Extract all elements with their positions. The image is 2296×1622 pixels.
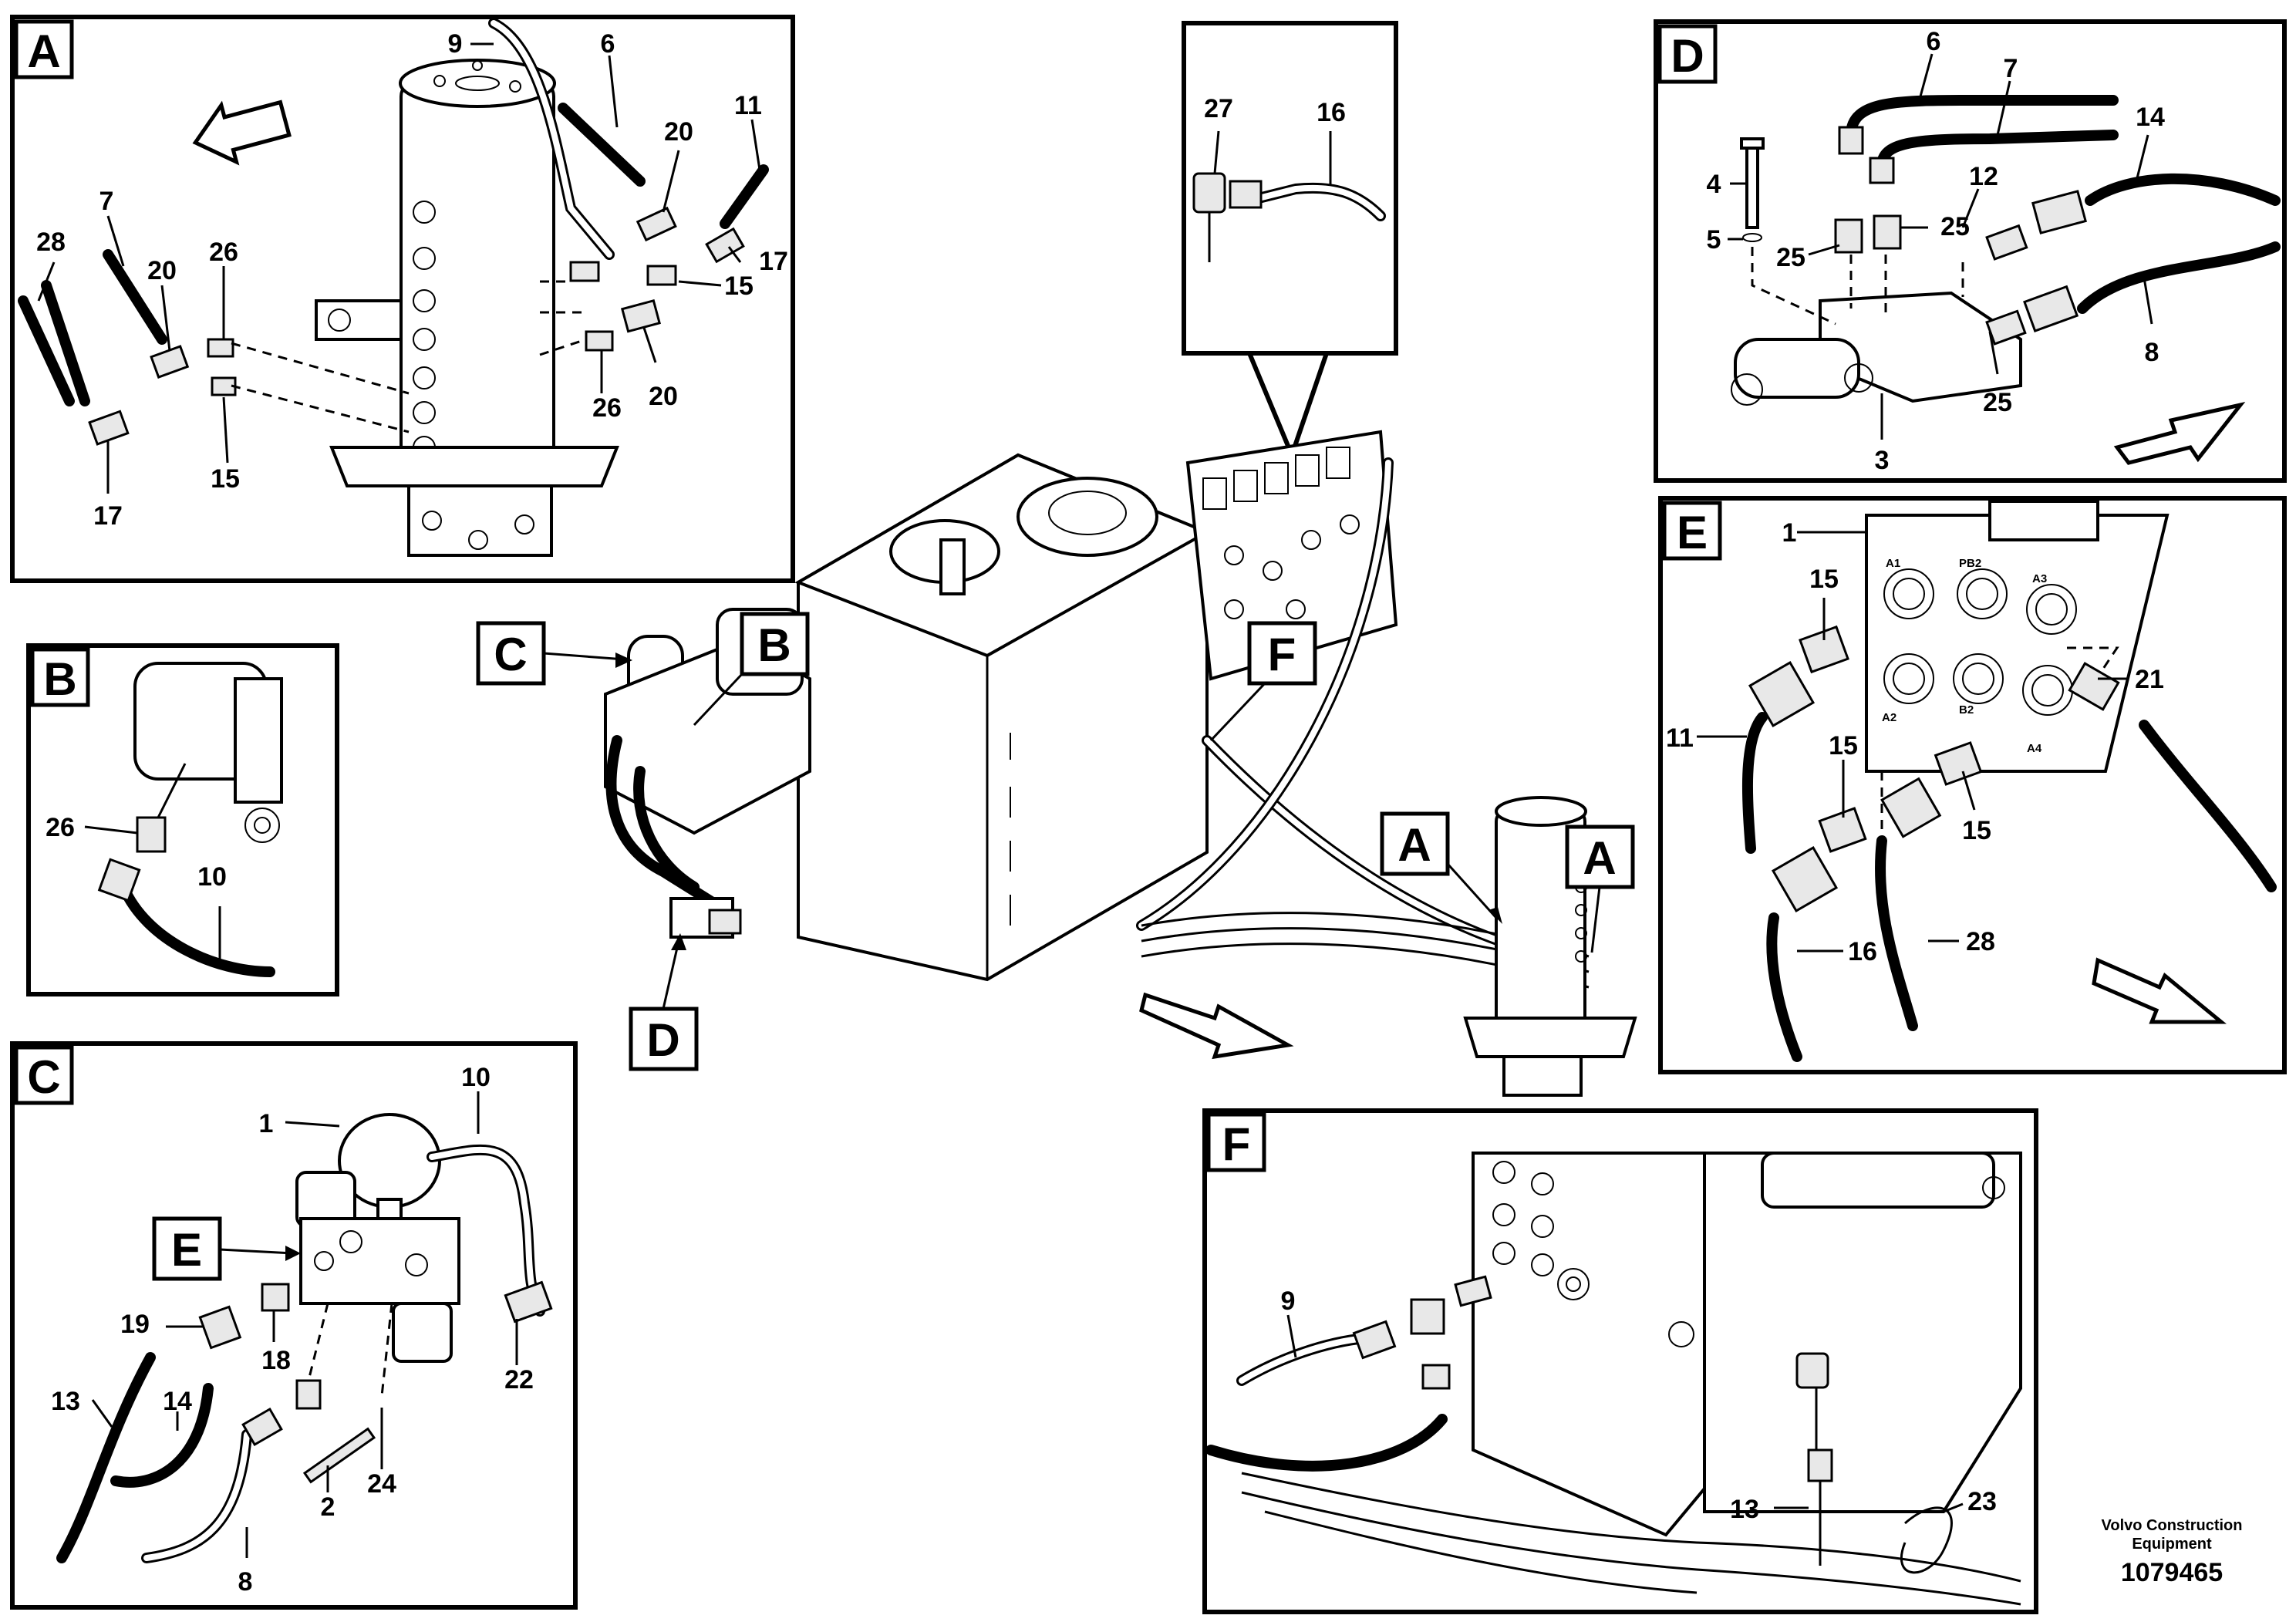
panel-b: B 26 10 bbox=[26, 643, 339, 996]
callout: 28 bbox=[1966, 927, 1995, 956]
callout: 21 bbox=[2135, 665, 2164, 694]
callout: 20 bbox=[664, 117, 693, 147]
callout: 11 bbox=[1666, 723, 1694, 753]
overview-machine bbox=[604, 430, 1637, 1097]
panel-c: C E bbox=[10, 1041, 578, 1610]
panel-a: A bbox=[10, 15, 795, 583]
callout: 15 bbox=[211, 464, 240, 494]
panel-f: F bbox=[1202, 1108, 2038, 1614]
overview-tag: A bbox=[1397, 819, 1431, 871]
callout: 13 bbox=[1730, 1495, 1759, 1524]
callout: 17 bbox=[759, 247, 788, 276]
callout: 18 bbox=[261, 1346, 291, 1375]
overview-tag: A bbox=[1583, 832, 1616, 884]
callout: 19 bbox=[120, 1310, 150, 1339]
callout: 13 bbox=[51, 1387, 80, 1416]
callout: 6 bbox=[601, 29, 615, 59]
callout: 6 bbox=[1927, 27, 1941, 56]
direction-arrow bbox=[2113, 402, 2246, 465]
inset-f-detail: 27 16 bbox=[1182, 21, 1398, 462]
panel-d-letter: D bbox=[1671, 30, 1704, 82]
document-number: 1079465 bbox=[2121, 1558, 2223, 1587]
callout: 5 bbox=[1707, 225, 1721, 255]
company-name-line1: Volvo Construction bbox=[2102, 1517, 2243, 1534]
callout: 28 bbox=[36, 228, 66, 257]
panel-e-letter: E bbox=[1677, 507, 1708, 558]
company-name-line2: Equipment bbox=[2132, 1536, 2212, 1553]
overview-tag: C bbox=[494, 629, 527, 680]
callout: 15 bbox=[1809, 565, 1839, 594]
callout: 22 bbox=[504, 1365, 534, 1394]
callout: 17 bbox=[93, 501, 123, 531]
port-label: A2 bbox=[1882, 711, 1896, 724]
callout: 7 bbox=[99, 187, 114, 216]
callout: 1 bbox=[1782, 518, 1797, 548]
overview-tag: F bbox=[1268, 629, 1296, 680]
callout: 25 bbox=[1940, 212, 1970, 241]
callout: 9 bbox=[1281, 1286, 1296, 1316]
callout: 25 bbox=[1983, 388, 2012, 417]
direction-arrow bbox=[2092, 957, 2227, 1024]
callout: 20 bbox=[147, 256, 177, 285]
panel-c-e-tag: E bbox=[171, 1224, 202, 1276]
callout: 25 bbox=[1776, 243, 1805, 272]
callout: 20 bbox=[649, 382, 678, 411]
panel-c-letter: C bbox=[27, 1051, 60, 1103]
callout: 24 bbox=[367, 1469, 396, 1499]
overview-tags: C B F A A D bbox=[476, 612, 1635, 1071]
overview-tag: D bbox=[646, 1014, 679, 1066]
panel-a-letter: A bbox=[27, 25, 60, 77]
callout: 26 bbox=[46, 813, 75, 842]
callout: 8 bbox=[2145, 338, 2159, 367]
callout: 26 bbox=[592, 393, 622, 423]
callout: 14 bbox=[2136, 103, 2165, 132]
port-label: PB2 bbox=[1959, 557, 1981, 570]
callout: 8 bbox=[238, 1567, 253, 1597]
callout: 15 bbox=[724, 271, 754, 301]
callout: 27 bbox=[1204, 94, 1233, 123]
callout: 14 bbox=[163, 1387, 192, 1416]
port-label: B2 bbox=[1959, 703, 1974, 717]
callout: 12 bbox=[1969, 162, 1998, 191]
callout: 26 bbox=[209, 238, 238, 267]
callout: 2 bbox=[321, 1492, 335, 1522]
callout: 7 bbox=[2004, 54, 2018, 83]
callout: 10 bbox=[197, 862, 227, 892]
footer: Volvo Construction Equipment 1079465 bbox=[2102, 1517, 2243, 1587]
panel-d: D bbox=[1654, 19, 2287, 483]
callout: 11 bbox=[734, 91, 762, 120]
callout: 15 bbox=[1962, 816, 1991, 845]
port-label: A4 bbox=[2027, 742, 2042, 755]
callout: 16 bbox=[1317, 98, 1346, 127]
direction-arrow bbox=[192, 99, 292, 166]
callout: 16 bbox=[1848, 937, 1877, 966]
callout: 10 bbox=[461, 1063, 491, 1092]
direction-arrow bbox=[1139, 992, 1294, 1060]
panel-e: E A1 PB2 A3 A2 B2 A4 bbox=[1658, 496, 2287, 1074]
callout: 3 bbox=[1875, 446, 1890, 475]
callout: 15 bbox=[1829, 731, 1858, 760]
port-label: A1 bbox=[1886, 557, 1900, 570]
panel-b-letter: B bbox=[43, 653, 76, 705]
callout: 9 bbox=[448, 29, 463, 59]
callout: 1 bbox=[259, 1109, 274, 1138]
callout: 4 bbox=[1707, 170, 1721, 199]
callout: 23 bbox=[1967, 1487, 1997, 1516]
overview-tag: B bbox=[757, 619, 791, 671]
port-label: A3 bbox=[2032, 572, 2047, 585]
panel-f-letter: F bbox=[1222, 1118, 1251, 1170]
